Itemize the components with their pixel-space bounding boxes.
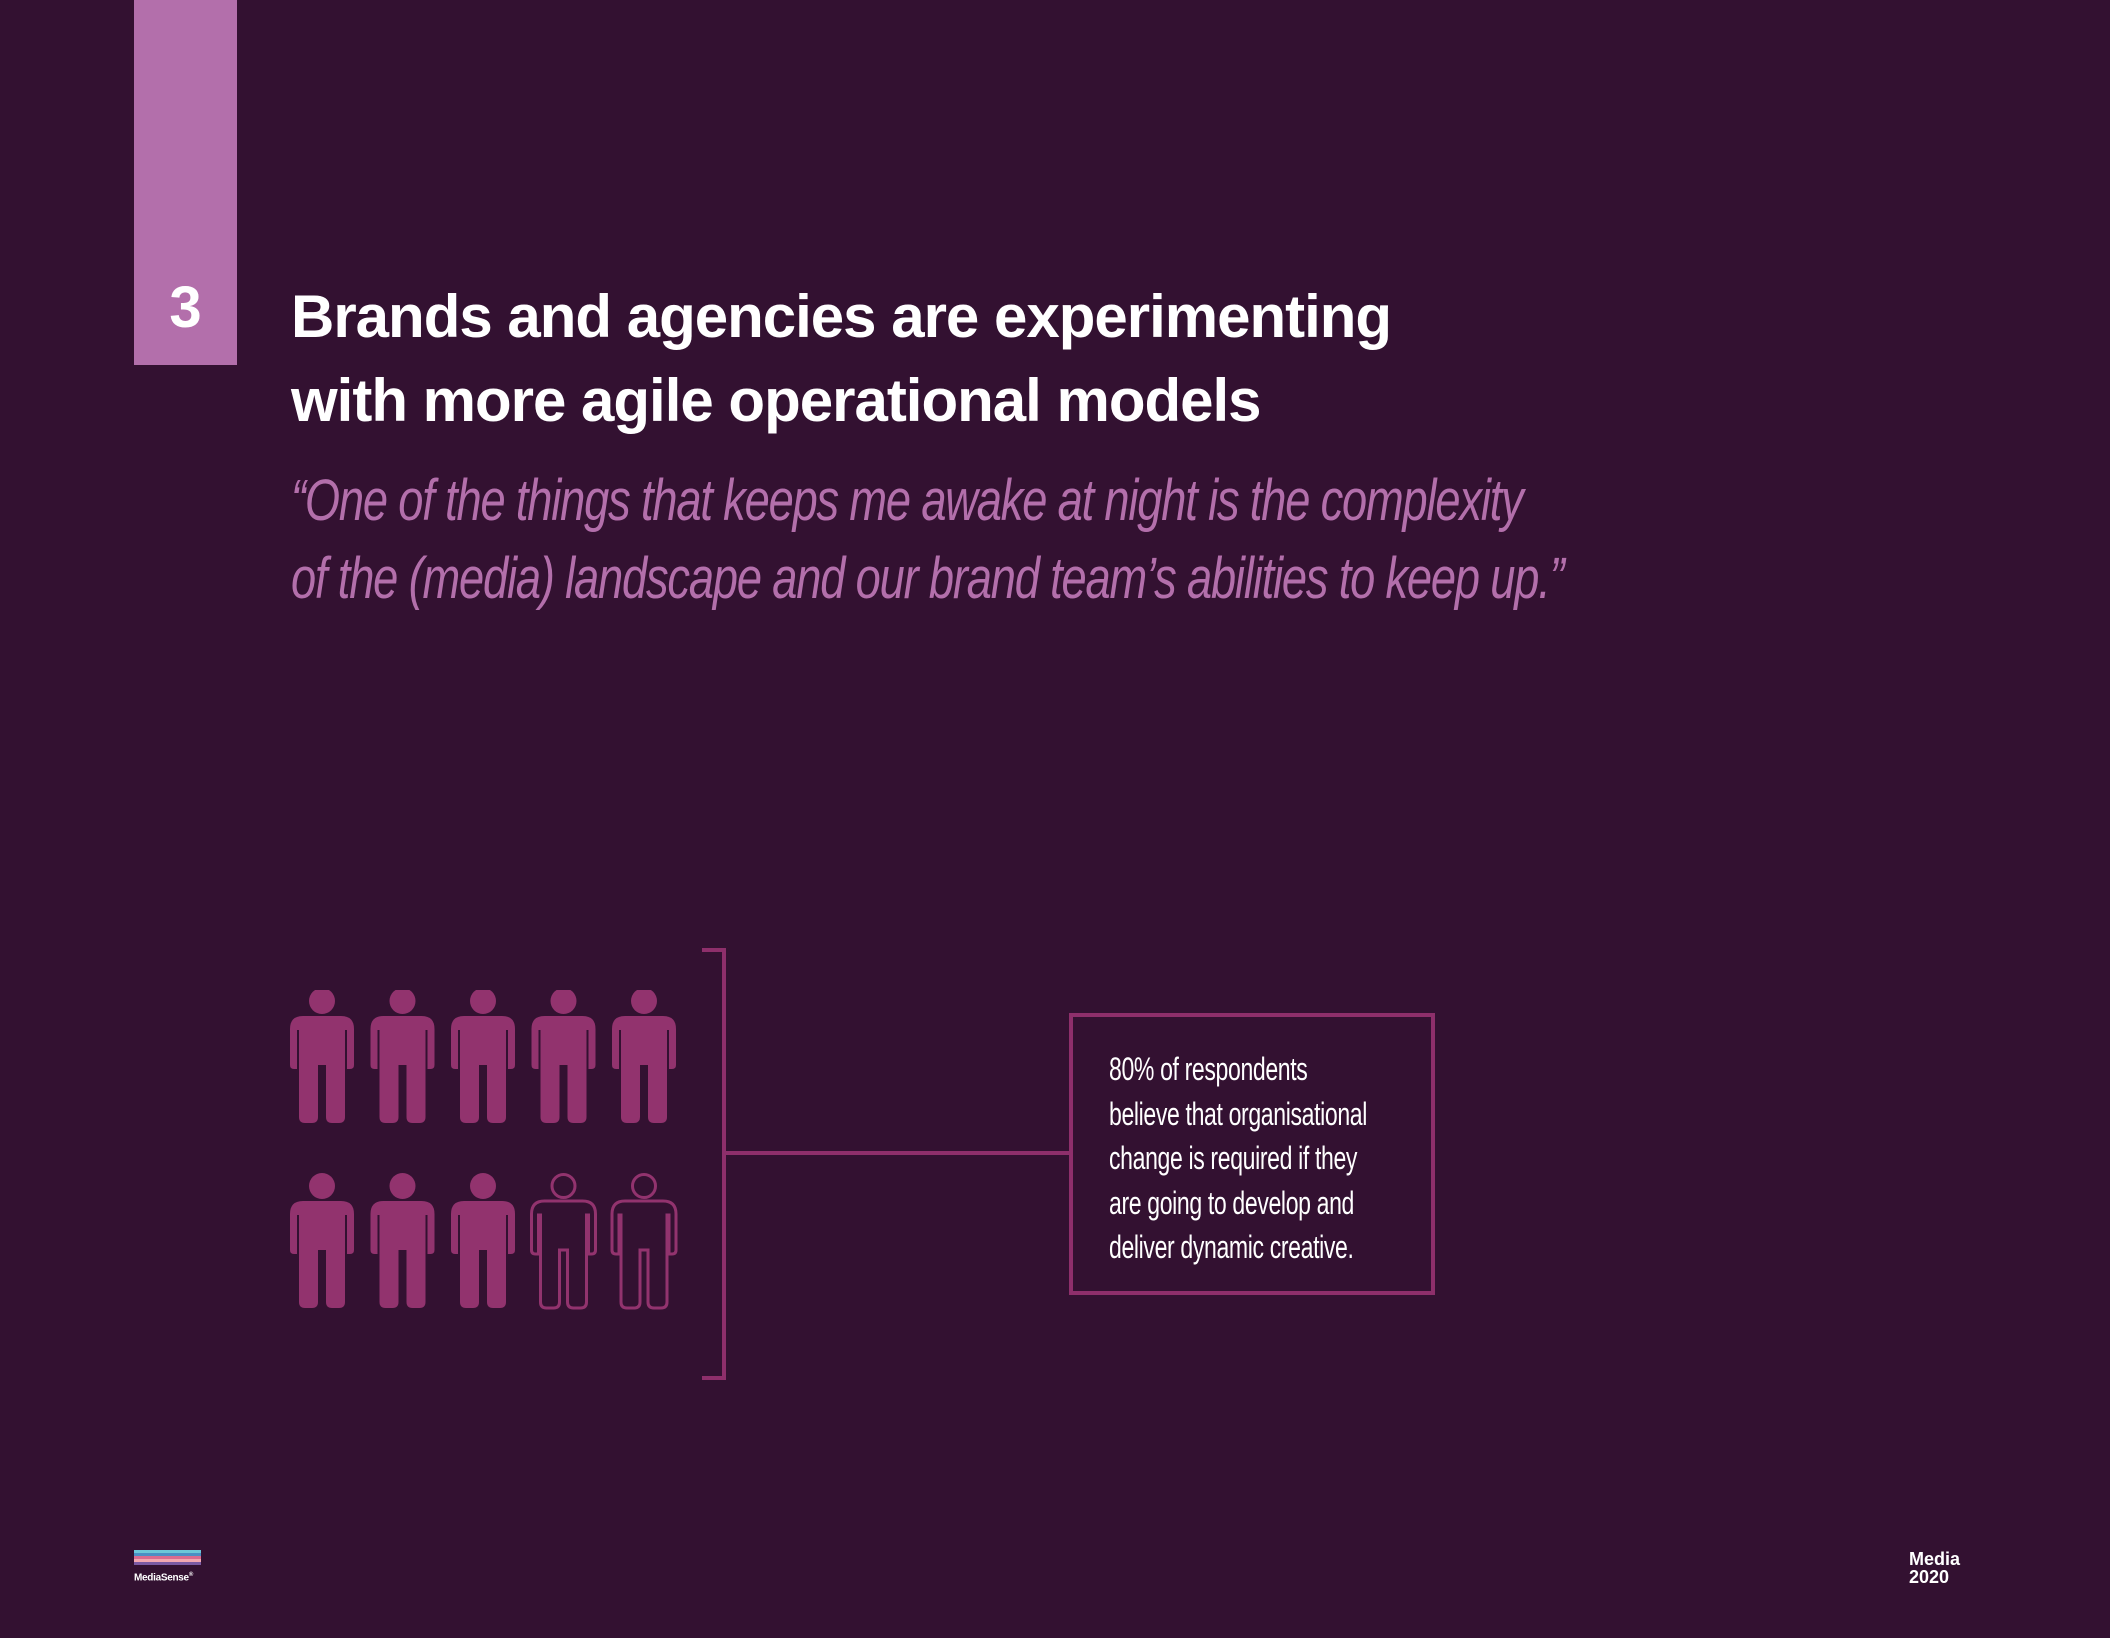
stat-line-2: believe that organisational — [1109, 1095, 1367, 1132]
media-2020-brand: Media 2020 — [1909, 1550, 1960, 1586]
brand-line-2: 2020 — [1909, 1567, 1950, 1587]
person-icon-filled — [370, 990, 435, 1123]
page-title-line-2: with more agile operational models — [291, 367, 1262, 434]
bracket-line — [702, 948, 726, 1380]
page-title-line-1: Brands and agencies are experimenting — [291, 283, 1392, 350]
person-icon-filled — [612, 990, 676, 1123]
person-icon-filled — [370, 1173, 435, 1308]
pull-quote-line-2: of the (media) landscape and our brand t… — [291, 546, 1565, 611]
stat-line-3: change is required if they — [1109, 1140, 1358, 1176]
mediasense-logo-text: MediaSense® — [134, 1572, 193, 1584]
page-title: Brands and agencies are experimenting wi… — [291, 275, 1691, 443]
person-icon-filled — [451, 990, 515, 1123]
stat-line-5: deliver dynamic creative. — [1109, 1229, 1354, 1265]
person-icon-filled — [531, 990, 596, 1123]
person-icon-filled — [451, 1173, 515, 1308]
person-icon-filled — [290, 1173, 354, 1308]
stat-callout-box: 80% of respondents believe that organisa… — [1069, 1013, 1435, 1295]
section-number: 3 — [169, 275, 202, 340]
person-icon-outline — [610, 1173, 678, 1310]
people-pictogram-svg — [290, 990, 678, 1310]
brand-line-1: Media — [1909, 1549, 1961, 1569]
pull-quote-line-1: “One of the things that keeps me awake a… — [291, 468, 1524, 533]
stat-line-1: 80% of respondents — [1109, 1051, 1308, 1087]
pull-quote: “One of the things that keeps me awake a… — [291, 462, 1633, 618]
stat-line-4: are going to develop and — [1109, 1184, 1355, 1221]
connector-bracket — [702, 948, 1070, 1380]
mediasense-logo-mark — [134, 1550, 201, 1565]
stat-callout-text: 80% of respondents believe that organisa… — [1109, 1047, 1367, 1270]
section-number-tab: 3 — [134, 0, 237, 365]
people-pictogram — [286, 990, 686, 1355]
person-icon-filled — [290, 990, 354, 1123]
person-icon-outline — [530, 1173, 597, 1310]
mediasense-logo: MediaSense® — [134, 1550, 204, 1590]
